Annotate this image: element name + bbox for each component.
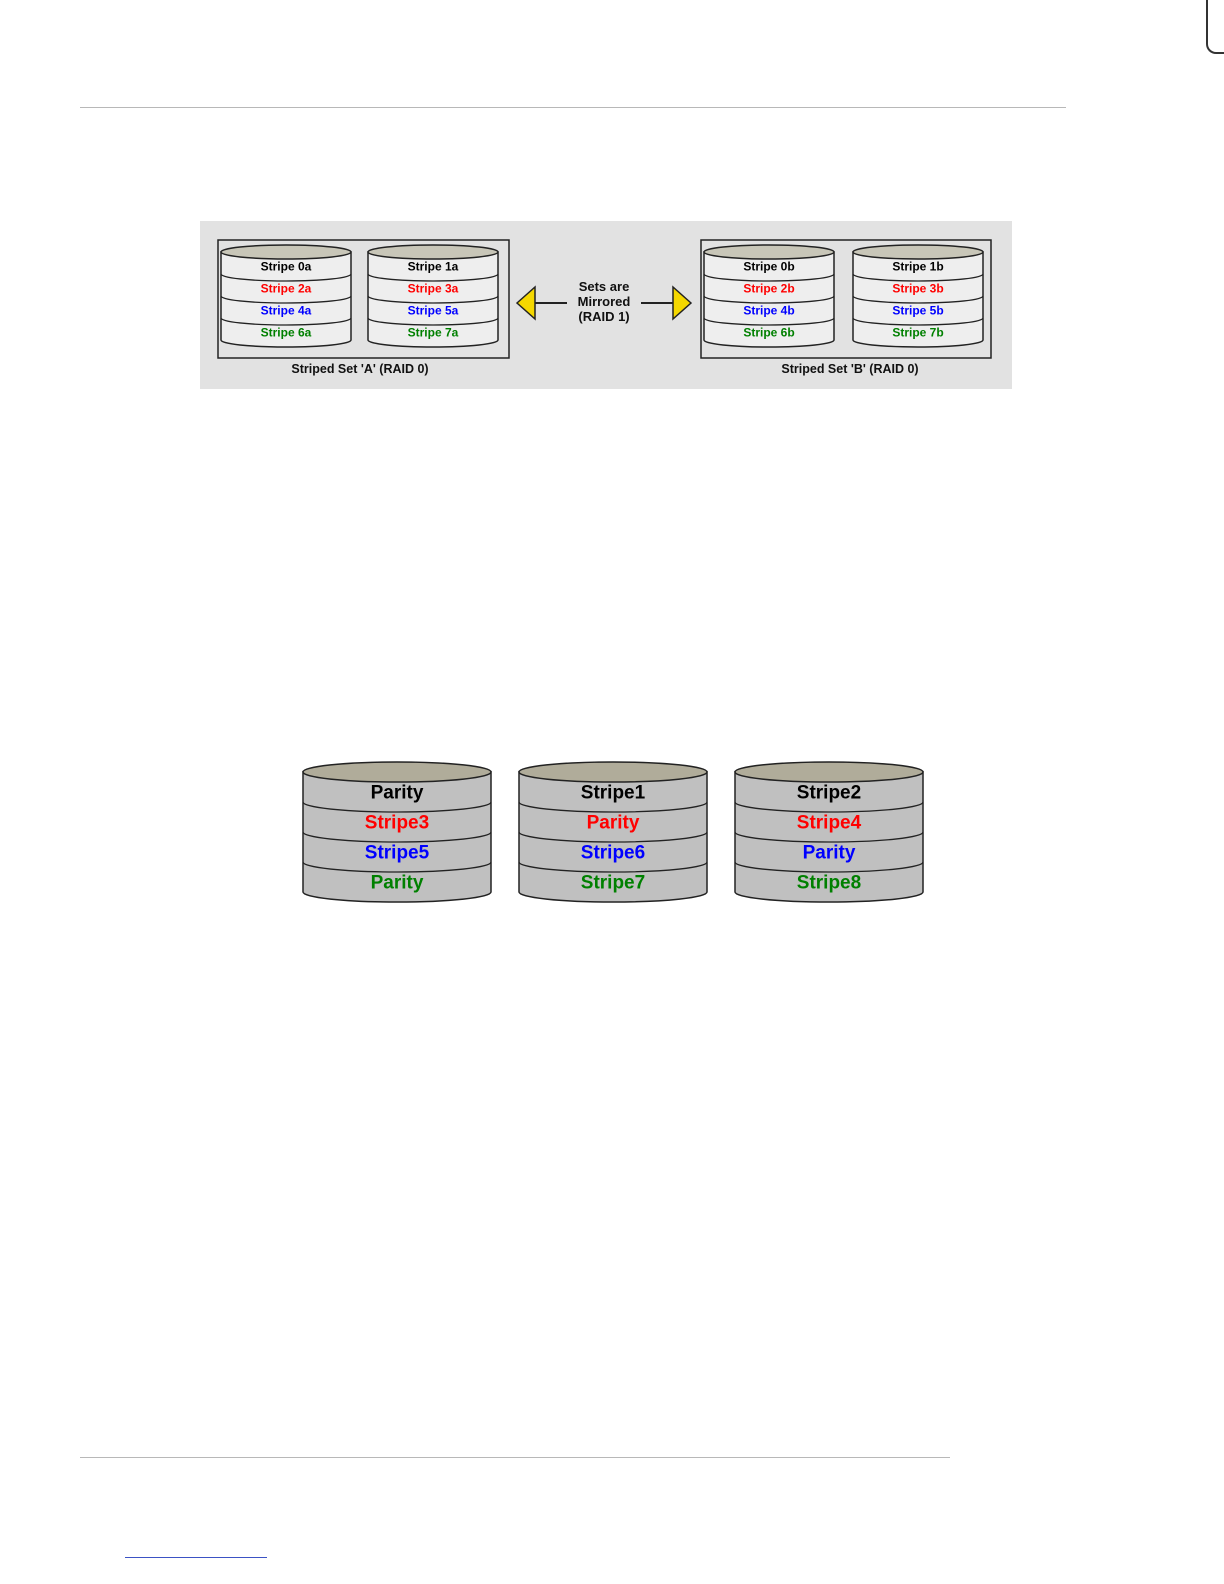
stripe-label: Stripe 2a [261, 282, 312, 296]
disk-top [368, 245, 498, 259]
stripe-label: Stripe 7a [408, 326, 459, 340]
footer-rule [80, 1457, 950, 1458]
stripe-label: Stripe 2b [743, 282, 794, 296]
stripe-label: Parity [803, 843, 856, 864]
stripe-label: Stripe 4a [261, 304, 312, 318]
stripe-label: Stripe 7b [892, 326, 943, 340]
set-a-caption: Striped Set 'A' (RAID 0) [291, 362, 428, 376]
stripe-label: Stripe 5b [892, 304, 943, 318]
footer-link-underline[interactable] [125, 1557, 267, 1558]
disk-top [303, 762, 491, 782]
disk-top [519, 762, 707, 782]
stripe-label: Stripe 1a [408, 260, 459, 274]
stripe-label: Stripe 3b [892, 282, 943, 296]
stripe-label: Stripe2 [797, 783, 861, 804]
stripe-label: Stripe 3a [408, 282, 459, 296]
stripe-label: Stripe1 [581, 783, 646, 804]
mirror-label-line-3: (RAID 1) [578, 309, 629, 324]
raid5-figure: ParityStripe3Stripe5ParityStripe1ParityS… [303, 762, 923, 902]
disk-top [221, 245, 351, 259]
stripe-label: Parity [371, 783, 424, 804]
stripe-label: Stripe 5a [408, 304, 459, 318]
set-a-disk-2: Stripe 1a Stripe 3a Stripe 5a Stripe 7a [368, 245, 498, 347]
stripe-label: Stripe 0a [261, 260, 312, 274]
stripe-label: Stripe3 [365, 813, 429, 834]
mirror-label-line-1: Sets are [579, 279, 630, 294]
set-b-disk-1: Stripe 0b Stripe 2b Stripe 4b Stripe 6b [704, 245, 834, 347]
stripe-label: Stripe 1b [892, 260, 943, 274]
stripe-label: Parity [371, 873, 424, 894]
stripe-label: Stripe6 [581, 843, 645, 864]
stripe-label: Parity [587, 813, 640, 834]
stripe-label: Stripe8 [797, 873, 861, 894]
stripe-label: Stripe 4b [743, 304, 794, 318]
stripe-label: Stripe 6a [261, 326, 312, 340]
stripe-label: Stripe7 [581, 873, 645, 894]
stripe-label: Stripe5 [365, 843, 430, 864]
stripe-label: Stripe 6b [743, 326, 794, 340]
set-b-caption: Striped Set 'B' (RAID 0) [781, 362, 918, 376]
disk-top [735, 762, 923, 782]
disk-top [853, 245, 983, 259]
set-b-disk-2: Stripe 1b Stripe 3b Stripe 5b Stripe 7b [853, 245, 983, 347]
stripe-label: Stripe 0b [743, 260, 794, 274]
stripe-label: Stripe4 [797, 813, 862, 834]
disk-top [704, 245, 834, 259]
mirror-label-line-2: Mirrored [578, 294, 631, 309]
set-a-disk-1: Stripe 0a Stripe 2a Stripe 4a Stripe 6a [221, 245, 351, 347]
